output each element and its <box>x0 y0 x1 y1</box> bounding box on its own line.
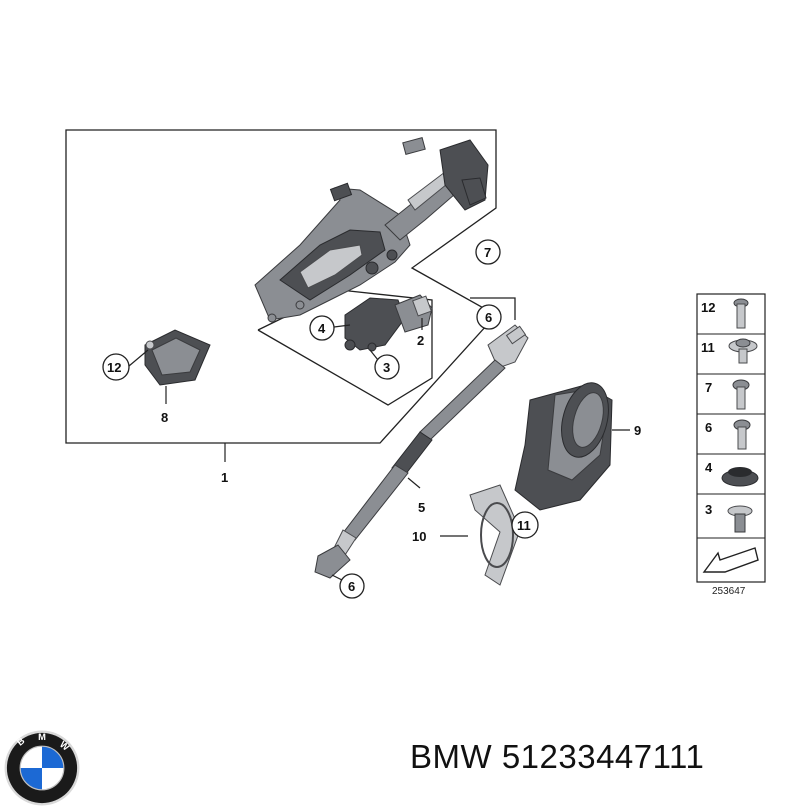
hardware-legend: 12 11 7 6 4 3 <box>696 293 766 583</box>
legend-item-11: 11 <box>701 340 715 355</box>
callout-6a: 6 <box>485 310 492 325</box>
screw-12-icon <box>733 298 749 329</box>
diagram-number: 253647 <box>712 586 746 597</box>
legend-item-7: 7 <box>705 380 712 395</box>
bellows-seal-9 <box>514 382 613 511</box>
callout-7: 7 <box>484 245 491 260</box>
leader-12 <box>128 349 149 367</box>
bolt-7-icon <box>732 379 750 410</box>
control-unit-bracket-8 <box>144 329 211 386</box>
leader-5 <box>407 477 421 489</box>
callout-9: 9 <box>634 423 641 438</box>
callout-10: 10 <box>412 529 426 544</box>
callout-12: 12 <box>107 360 121 375</box>
bolt-6-icon <box>733 419 751 450</box>
legend-item-12: 12 <box>701 300 715 315</box>
callout-8: 8 <box>161 410 168 425</box>
callout-5: 5 <box>418 500 425 515</box>
bmw-logo-icon: B M W <box>4 730 80 806</box>
flange-screw-11-icon <box>728 338 758 364</box>
bmw-logo-letter-b: B <box>15 736 27 748</box>
legend-item-3: 3 <box>705 502 712 517</box>
assembly-frame-1 <box>65 129 498 444</box>
actuator-motor <box>344 294 433 352</box>
callout-6b: 6 <box>348 579 355 594</box>
legend-item-6: 6 <box>705 420 712 435</box>
legend-item-4: 4 <box>705 460 713 475</box>
callout-bubble-3 <box>374 354 400 380</box>
direction-arrow-icon <box>702 547 759 573</box>
intermediate-shaft-5 <box>314 324 529 579</box>
callout-bubble-6a <box>476 304 502 330</box>
screw-3-icon <box>727 505 753 533</box>
callout-bubble-7 <box>475 239 501 265</box>
leader-4 <box>333 324 351 328</box>
callout-bubble-6b <box>339 573 365 599</box>
callout-bubble-12 <box>102 353 130 381</box>
frame-6-dashed <box>470 297 516 320</box>
callout-11: 11 <box>517 518 531 533</box>
callout-4: 4 <box>318 321 326 336</box>
leader-3 <box>369 349 379 361</box>
mounting-bracket-10 <box>469 484 521 586</box>
callout-2: 2 <box>417 333 424 348</box>
steering-column-housing <box>254 137 489 323</box>
callout-1: 1 <box>221 470 228 485</box>
brand-part-number: BMW 51233447111 <box>410 738 705 775</box>
callout-bubble-4 <box>309 315 335 341</box>
leader-6b <box>331 574 343 581</box>
callout-3: 3 <box>383 360 390 375</box>
nut-4-icon <box>721 467 759 487</box>
callout-bubble-11 <box>511 511 539 539</box>
bmw-logo-letter-m: M <box>38 732 46 742</box>
